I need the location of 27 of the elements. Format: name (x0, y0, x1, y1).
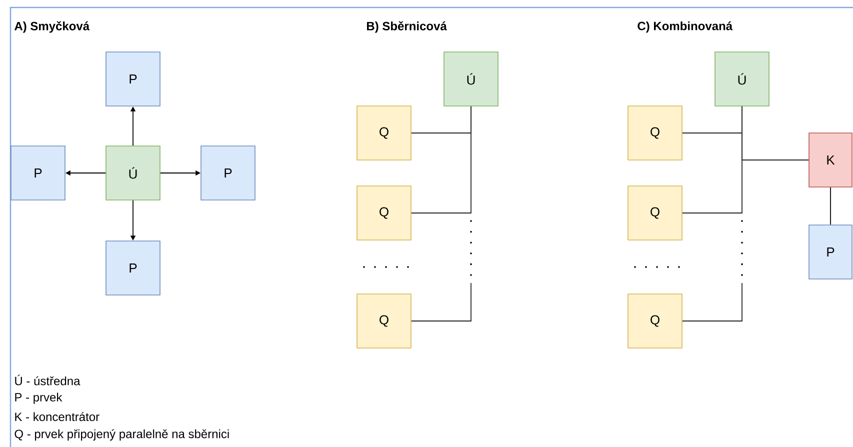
section-heading: A) Smyčková (14, 21, 90, 33)
element-box: P (106, 52, 160, 106)
concentrator-box: K (808, 132, 852, 188)
legend-note: P - prvek (15, 392, 62, 404)
bus-element-box: Q (356, 294, 412, 348)
legend-note: Q - prvek připojený paralelně na sběrnici (14, 429, 229, 441)
section-heading: C) Kombinovaná (638, 21, 733, 33)
connector (682, 282, 742, 322)
bus-element-box: Q (628, 106, 682, 160)
connector (410, 106, 472, 214)
element-box: P (106, 240, 160, 296)
bus-element-box: Q (356, 106, 412, 160)
bus-element-box: Q (628, 186, 682, 240)
central-unit-box: Ú (444, 52, 498, 106)
element-box: P (808, 224, 852, 280)
legend-note: Ú - ústředna (15, 374, 80, 386)
connector (410, 282, 472, 322)
legend-note: K - koncentrátor (15, 412, 100, 422)
element-box: P (10, 146, 66, 200)
connector (830, 186, 831, 226)
central-unit-box: Ú (714, 52, 770, 106)
element-box: P (200, 146, 256, 200)
central-unit-box: Ú (106, 146, 160, 200)
connector (742, 106, 810, 160)
bus-element-box: Q (628, 294, 682, 348)
bus-element-box: Q (356, 186, 412, 240)
section-heading: B) Sběrnicová (367, 21, 447, 33)
